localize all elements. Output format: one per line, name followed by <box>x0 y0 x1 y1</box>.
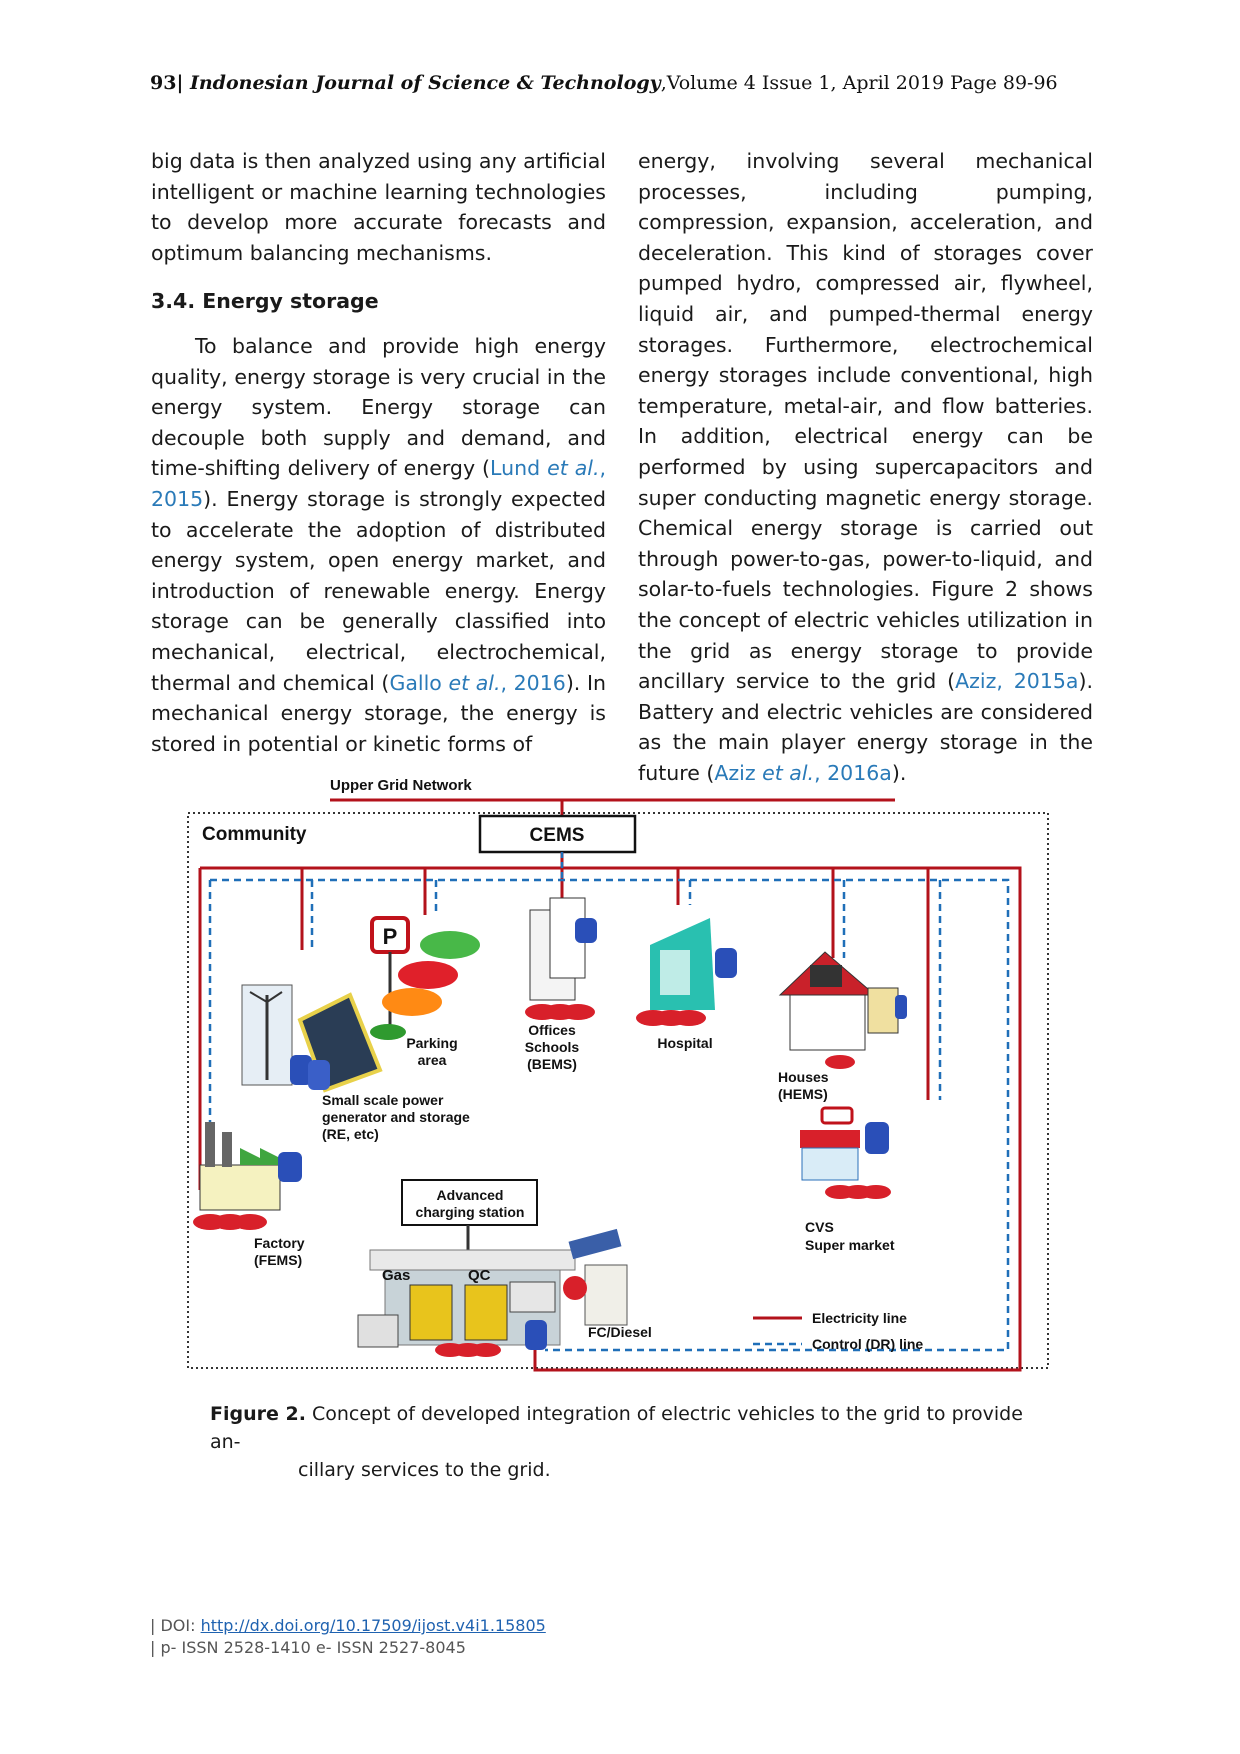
svg-text:(RE, etc): (RE, etc) <box>322 1126 379 1142</box>
running-header: 93| Indonesian Journal of Science & Tech… <box>150 72 1058 94</box>
volume-info: Volume 4 Issue 1, April 2019 Page 89-96 <box>666 72 1058 94</box>
parking-sign: P <box>383 924 398 949</box>
control-loop <box>210 878 1010 1352</box>
page-number: 93 <box>150 72 177 94</box>
legend-control-label: Control (DR) line <box>812 1336 923 1352</box>
svg-text:QC: QC <box>468 1267 491 1284</box>
svg-text:Super market: Super market <box>805 1237 895 1253</box>
parking-icon <box>370 916 480 1040</box>
community-boundary <box>187 812 1049 1369</box>
svg-text:(BEMS): (BEMS) <box>527 1056 577 1072</box>
citation-link[interactable]: Gallo et al., 2016 <box>389 670 566 695</box>
svg-text:Offices: Offices <box>528 1022 576 1038</box>
cems-label: CEMS <box>530 825 585 846</box>
svg-text:Hospital: Hospital <box>657 1035 712 1051</box>
svg-text:(HEMS): (HEMS) <box>778 1086 828 1102</box>
svg-text:generator and storage: generator and storage <box>322 1109 470 1125</box>
left-column: big data is then analyzed using any arti… <box>151 146 606 759</box>
paragraph: big data is then analyzed using any arti… <box>151 149 606 265</box>
cems-box <box>478 814 637 854</box>
office-building-icon <box>525 897 597 1020</box>
factory-icon <box>193 1122 302 1230</box>
community-grid-diagram: Upper Grid Network Community CEMS Small … <box>187 777 1049 1372</box>
citation-link[interactable]: Aziz, 2015a <box>955 669 1079 694</box>
svg-text:charging station: charging station <box>416 1204 525 1220</box>
issn-line: | p- ISSN 2528-1410 e- ISSN 2527-8045 <box>150 1638 466 1657</box>
doi-link[interactable]: http://dx.doi.org/10.17509/ijost.v4i1.15… <box>200 1616 546 1635</box>
svg-text:area: area <box>418 1052 447 1068</box>
journal-name: Indonesian Journal of Science & Technolo… <box>189 72 661 94</box>
charging-station-icon <box>357 1179 628 1357</box>
svg-text:Schools: Schools <box>525 1039 580 1055</box>
figure-2-diagram: Upper Grid Network Community CEMS Small … <box>150 770 1050 1380</box>
paragraph: To balance and provide high energy quali… <box>151 333 606 756</box>
svg-text:Parking: Parking <box>406 1035 457 1051</box>
svg-text:Gas: Gas <box>382 1267 410 1284</box>
svg-text:Houses: Houses <box>778 1069 829 1085</box>
figure-caption: Figure 2. Concept of developed integrati… <box>210 1403 1023 1481</box>
hospital-icon <box>636 918 737 1026</box>
svg-text:Advanced: Advanced <box>437 1187 504 1203</box>
caption-label: Figure 2. <box>210 1403 306 1425</box>
electricity-loop <box>200 866 1022 1372</box>
paragraph: energy, involving several mechanical pro… <box>638 149 1093 785</box>
right-column: energy, involving several mechanical pro… <box>638 146 1093 788</box>
citation-link[interactable]: Aziz et al., 2016a <box>714 760 892 785</box>
wind-solar-icon <box>241 984 383 1093</box>
citation-link[interactable]: Lund et al., 2015 <box>151 456 606 511</box>
svg-text:FC/Diesel: FC/Diesel <box>588 1324 652 1340</box>
convenience-store-icon <box>800 1106 891 1199</box>
svg-text:CVS: CVS <box>805 1219 834 1235</box>
community-label: Community <box>202 824 307 845</box>
house-icon <box>778 951 907 1069</box>
legend-electricity-label: Electricity line <box>812 1310 907 1326</box>
upper-grid-label: Upper Grid Network <box>330 777 472 794</box>
svg-text:Small scale power: Small scale power <box>322 1092 444 1108</box>
svg-text:(FEMS): (FEMS) <box>254 1252 302 1268</box>
svg-text:Factory: Factory <box>254 1235 305 1251</box>
page-footer: | DOI: http://dx.doi.org/10.17509/ijost.… <box>150 1616 546 1657</box>
section-heading: 3.4. Energy storage <box>151 289 379 314</box>
